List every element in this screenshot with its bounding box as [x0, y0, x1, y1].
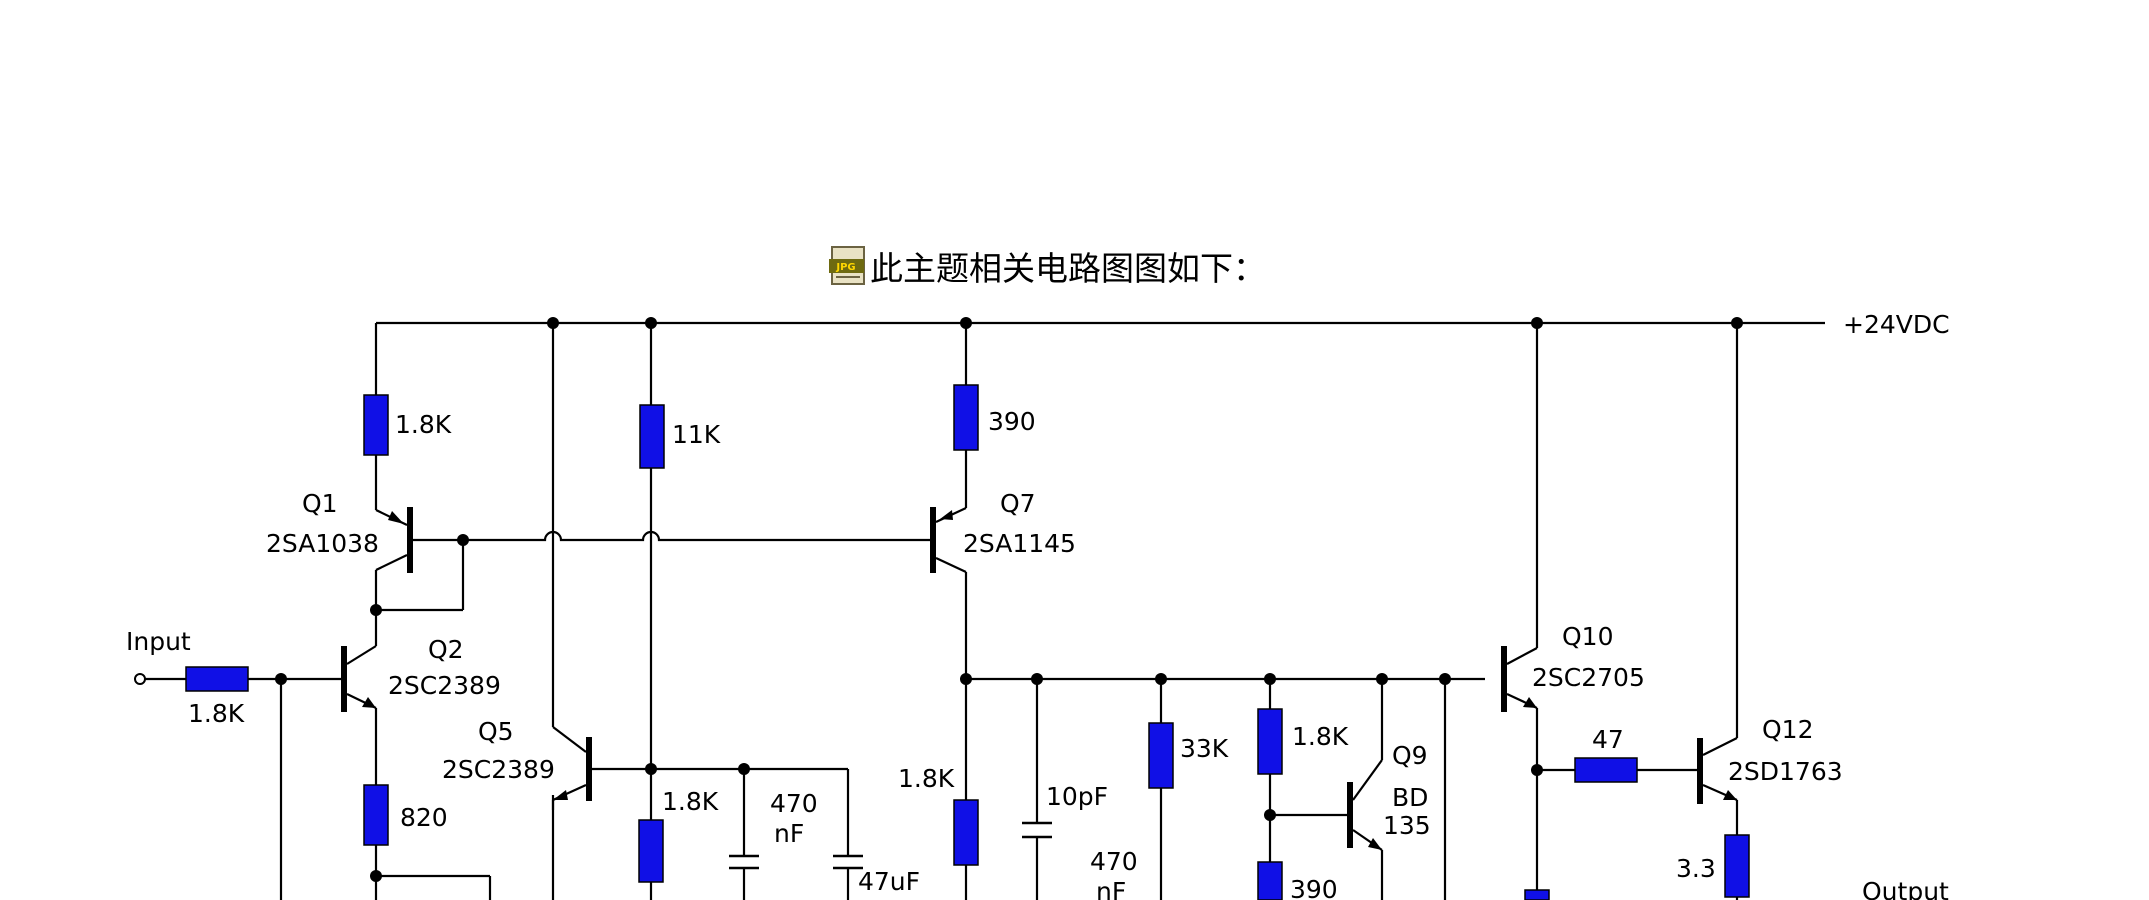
resistor-11k [639, 404, 665, 469]
output-label: Output [1862, 877, 1949, 900]
r-47-label: 47 [1592, 725, 1624, 754]
capacitor-10pf [1022, 821, 1052, 839]
q1-part: 2SA1038 [266, 529, 379, 558]
q12-name: Q12 [1762, 715, 1814, 744]
q10-part: 2SC2705 [1532, 663, 1645, 692]
q9-part: BD [1392, 783, 1428, 812]
resistor-33k [1148, 722, 1174, 789]
q1-name: Q1 [302, 489, 338, 518]
r-11k-label: 11K [672, 420, 721, 449]
resistor-390-top [953, 384, 979, 451]
q2-part: 2SC2389 [388, 671, 501, 700]
c-470nf-b-value: 470 [1090, 847, 1138, 876]
q12-part: 2SD1763 [1728, 757, 1843, 786]
svg-text:JPG: JPG [835, 262, 855, 273]
resistor-q5-base [638, 819, 664, 883]
transistor-q10 [1501, 646, 1538, 712]
q5-part: 2SC2389 [442, 755, 555, 784]
title-text: 此主题相关电路图图如下： [870, 249, 1266, 288]
r-3-3-label: 3.3 [1676, 854, 1716, 883]
resistor-47 [1574, 757, 1638, 783]
transistor-q12 [1697, 737, 1738, 804]
resistor-q10-emitter [1524, 889, 1550, 900]
c-470nf-a-value: 470 [770, 789, 818, 818]
c-47uf-label: 47uF [858, 867, 920, 896]
r-input-label: 1.8K [188, 699, 245, 728]
page-title: JPG 此主题相关电路图图如下： [828, 244, 1266, 288]
q5-name: Q5 [478, 717, 514, 746]
transistor-q2 [341, 645, 377, 712]
r-q5-label: 1.8K [662, 787, 719, 816]
resistor-q9 [1257, 708, 1283, 775]
r-q1-label: 1.8K [395, 410, 452, 439]
capacitor-470nf-a [729, 854, 759, 870]
jpg-file-icon: JPG [828, 246, 868, 286]
resistor-input [185, 666, 249, 692]
resistor-q1-emitter [363, 394, 389, 456]
r-390-top-label: 390 [988, 407, 1036, 436]
transistor-q5 [551, 726, 592, 810]
q9-name: Q9 [1392, 741, 1428, 770]
transistor-q7 [930, 507, 967, 573]
wires [145, 321, 1825, 900]
capacitor-47uf [833, 854, 863, 870]
q7-name: Q7 [1000, 489, 1036, 518]
r-390-low-label: 390 [1290, 875, 1338, 900]
r-q9-label: 1.8K [1292, 722, 1349, 751]
q10-name: Q10 [1562, 622, 1614, 651]
input-terminal [134, 673, 146, 685]
resistor-820 [363, 784, 389, 846]
q7-part: 2SA1145 [963, 529, 1076, 558]
q9-part2: 135 [1383, 811, 1431, 840]
r-q7-label: 1.8K [898, 764, 955, 793]
resistor-3-3 [1724, 834, 1750, 898]
c-10pf-label: 10pF [1046, 782, 1108, 811]
r-33k-label: 33K [1180, 734, 1229, 763]
resistor-q7-collector [953, 799, 979, 866]
c-470nf-b-unit: nF [1096, 877, 1126, 900]
resistor-390-low [1257, 861, 1283, 900]
transistor-q1 [375, 507, 413, 573]
transistor-q9 [1347, 759, 1383, 851]
input-label: Input [126, 627, 191, 656]
supply-label: +24VDC [1843, 310, 1950, 339]
junction-dots [275, 317, 1743, 882]
c-470nf-a-unit: nF [774, 819, 804, 848]
r-820-label: 820 [400, 803, 448, 832]
q2-name: Q2 [428, 635, 464, 664]
